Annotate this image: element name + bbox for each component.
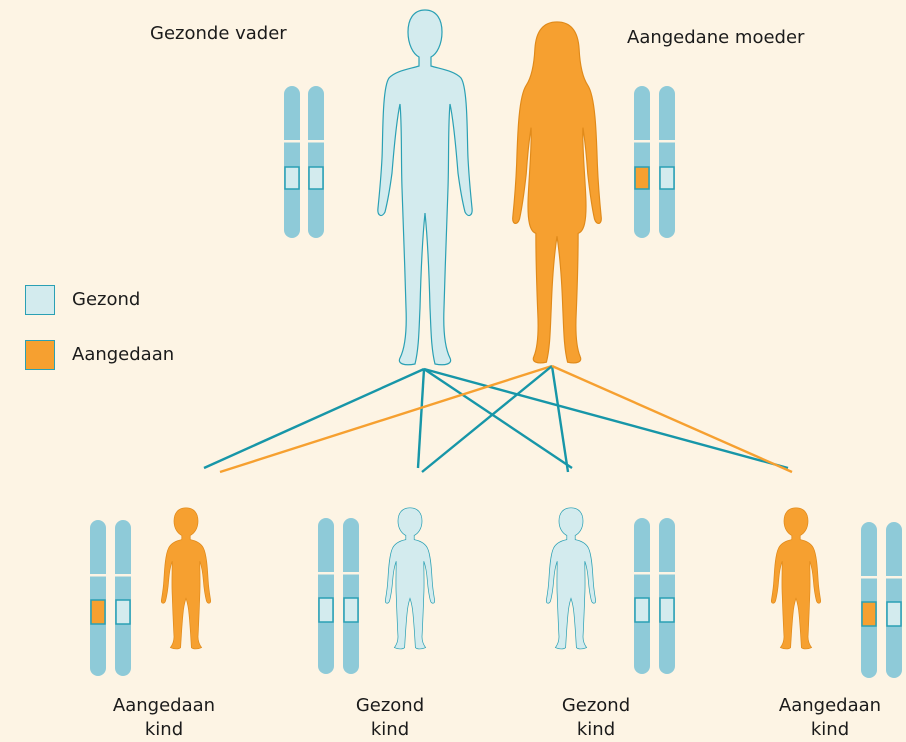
gene-healthy-marker xyxy=(319,598,333,622)
centromere-gap xyxy=(632,140,677,143)
chromosome-bar xyxy=(861,522,877,678)
child-2-kind-text: kind xyxy=(330,718,450,742)
child-2-status-text: Gezond xyxy=(330,694,450,718)
legend-affected-label: Aangedaan xyxy=(72,343,174,367)
chromosome-bar xyxy=(284,86,300,238)
child-2-caption: Gezond kind xyxy=(330,694,450,742)
child-1-status-text: Aangedaan xyxy=(104,694,224,718)
child-1-caption: Aangedaan kind xyxy=(104,694,224,742)
father-to-child-4-line xyxy=(424,369,788,468)
mother-to-child-1-line xyxy=(220,366,552,472)
child-2-figure xyxy=(385,508,434,649)
centromere-gap xyxy=(88,574,133,577)
gene-healthy-marker xyxy=(887,602,901,626)
centromere-gap xyxy=(632,572,677,575)
father-title: Gezonde vader xyxy=(150,22,287,46)
centromere-gap xyxy=(859,576,904,579)
legend-healthy-swatch xyxy=(25,285,55,315)
gene-healthy-marker xyxy=(660,598,674,622)
father-figure xyxy=(378,10,472,365)
gene-affected-marker xyxy=(635,167,649,189)
mother-to-child-4-line xyxy=(552,366,792,472)
child-3-caption: Gezond kind xyxy=(536,694,656,742)
mother-figure xyxy=(513,22,602,363)
chromosome-bar xyxy=(659,86,675,238)
father-chromosome-pair xyxy=(282,86,326,238)
father-to-child-2-line xyxy=(418,369,424,468)
chromosome-bar xyxy=(634,86,650,238)
gene-healthy-marker xyxy=(635,598,649,622)
child-4-caption: Aangedaan kind xyxy=(770,694,890,742)
child-2-chromosome-pair xyxy=(316,518,361,674)
gene-healthy-marker xyxy=(660,167,674,189)
child-3-chromosome-pair xyxy=(632,518,677,674)
mother-chromosome-pair xyxy=(632,86,677,238)
gene-healthy-marker xyxy=(344,598,358,622)
legend-affected-swatch xyxy=(25,340,55,370)
child-1-kind-text: kind xyxy=(104,718,224,742)
gene-healthy-marker xyxy=(309,167,323,189)
gene-healthy-marker xyxy=(116,600,130,624)
child-4-chromosome-pair xyxy=(859,522,904,678)
chromosome-bar xyxy=(318,518,334,674)
gene-affected-marker xyxy=(862,602,876,626)
inheritance-lines xyxy=(204,366,792,472)
chromosome-bar xyxy=(90,520,106,676)
chromosome-bar xyxy=(115,520,131,676)
centromere-gap xyxy=(316,572,361,575)
child-1-chromosome-pair xyxy=(88,520,133,676)
chromosome-bar xyxy=(634,518,650,674)
chromosome-bar xyxy=(659,518,675,674)
gene-affected-marker xyxy=(91,600,105,624)
child-4-kind-text: kind xyxy=(770,718,890,742)
chromosome-bar xyxy=(343,518,359,674)
child-4-figure xyxy=(771,508,820,649)
child-4-status-text: Aangedaan xyxy=(770,694,890,718)
chromosome-bar xyxy=(886,522,902,678)
centromere-gap xyxy=(282,140,326,143)
child-3-status-text: Gezond xyxy=(536,694,656,718)
child-3-kind-text: kind xyxy=(536,718,656,742)
chromosome-bar xyxy=(308,86,324,238)
legend-healthy-label: Gezond xyxy=(72,288,140,312)
gene-healthy-marker xyxy=(285,167,299,189)
child-1-figure xyxy=(161,508,210,649)
child-3-figure xyxy=(546,508,595,649)
mother-title: Aangedane moeder xyxy=(627,26,804,50)
